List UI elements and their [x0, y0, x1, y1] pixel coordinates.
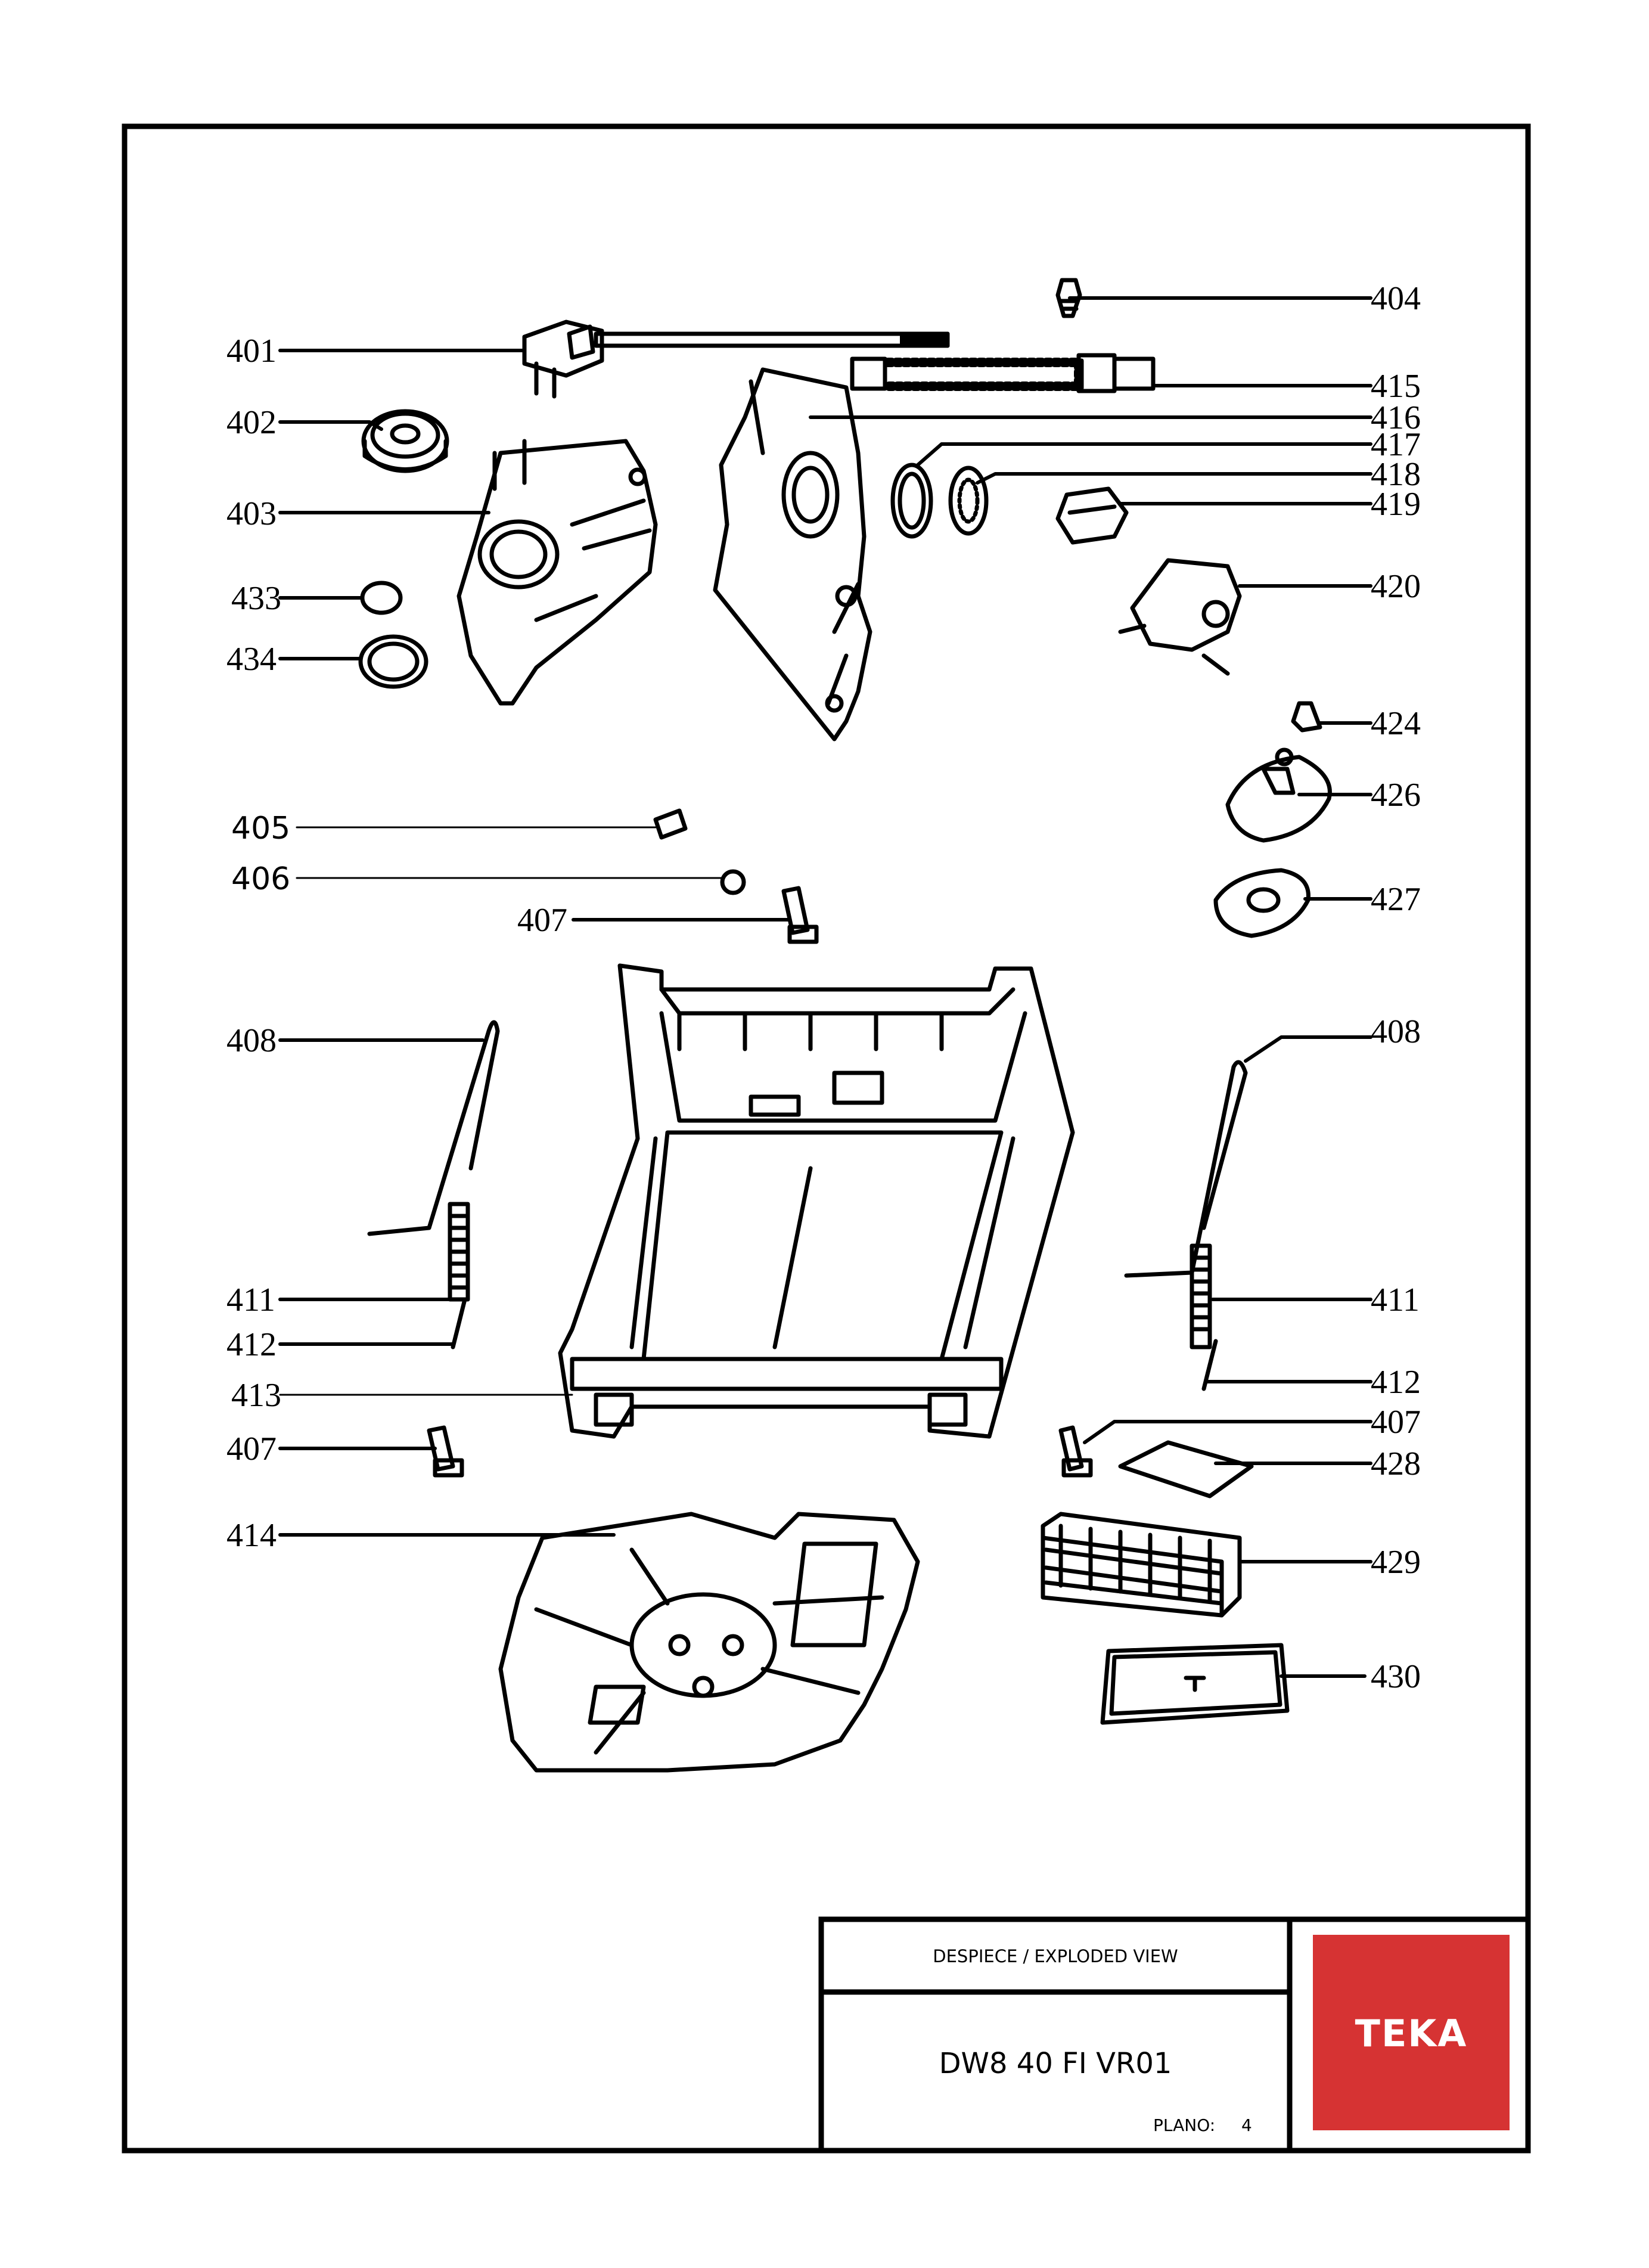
callout-412-left: 412 — [226, 1326, 277, 1363]
part-433-o-ring — [360, 581, 403, 615]
part-411-spring-right — [1190, 1243, 1212, 1349]
callout-418: 418 — [1371, 456, 1421, 493]
callout-426: 426 — [1371, 777, 1421, 814]
part-424-clip — [1291, 701, 1322, 733]
callout-406: 406 — [231, 861, 290, 897]
part-401-power-cord — [522, 319, 950, 399]
callout-429: 429 — [1371, 1544, 1421, 1581]
callout-416: 416 — [1371, 399, 1421, 436]
callout-417: 417 — [1371, 426, 1421, 463]
callout-411-right: 411 — [1371, 1282, 1420, 1318]
callout-404: 404 — [1371, 280, 1421, 317]
part-411-spring-left — [448, 1202, 470, 1302]
callout-402: 402 — [226, 404, 277, 441]
part-412-pin-left — [451, 1297, 467, 1349]
part-415-hose — [850, 353, 1156, 393]
part-426-impeller — [1225, 747, 1332, 843]
callout-433: 433 — [231, 580, 281, 617]
part-419-valve — [1055, 486, 1129, 545]
callout-434: 434 — [226, 641, 277, 678]
part-427-disk — [1213, 868, 1310, 938]
callout-411-left: 411 — [226, 1282, 275, 1318]
part-407-screw-upper — [781, 886, 819, 944]
part-407-screw-right — [1058, 1425, 1093, 1478]
callout-403: 403 — [226, 495, 277, 532]
title-block — [818, 1916, 1531, 2154]
part-420-pump — [1118, 558, 1242, 676]
part-407-screw-left — [427, 1425, 464, 1478]
part-416-sump-plate — [713, 367, 872, 741]
callout-407-right: 407 — [1371, 1404, 1421, 1441]
plano-label: PLANO: — [1153, 2115, 1215, 2135]
title-heading: DESPIECE / EXPLODED VIEW — [933, 1946, 1178, 1966]
plano-value: 4 — [1241, 2115, 1252, 2135]
part-408-rod-right — [1124, 1060, 1248, 1278]
callout-412-right: 412 — [1371, 1364, 1421, 1401]
teka-logo: TEKA — [1313, 1935, 1510, 2130]
part-413-base-frame — [558, 963, 1075, 1439]
part-430-cover — [1100, 1643, 1290, 1725]
part-434-seal — [358, 634, 428, 689]
drawing-frame — [122, 123, 1531, 2154]
callout-419: 419 — [1371, 486, 1421, 523]
callout-413: 413 — [231, 1377, 281, 1414]
part-404-screw — [1055, 278, 1082, 318]
part-405-screw — [653, 808, 688, 840]
part-418-filter — [948, 466, 989, 536]
part-428-plate — [1118, 1440, 1254, 1498]
callout-415: 415 — [1371, 368, 1421, 405]
callout-407-upper: 407 — [517, 902, 567, 939]
callout-401: 401 — [226, 333, 277, 370]
callout-427: 427 — [1371, 881, 1421, 918]
part-417-o-ring — [890, 463, 933, 539]
part-402-knob — [361, 409, 449, 473]
callout-430: 430 — [1371, 1658, 1421, 1695]
callout-414: 414 — [226, 1517, 277, 1554]
teka-logo-text: TEKA — [1355, 2012, 1468, 2055]
callout-408-right: 408 — [1371, 1013, 1421, 1050]
model-number: DW8 40 FI VR01 — [939, 2047, 1172, 2080]
callout-405: 405 — [231, 811, 290, 846]
callout-424: 424 — [1371, 705, 1421, 742]
part-406-nut — [720, 869, 746, 895]
part-429-filter-box — [1041, 1512, 1242, 1618]
part-414-base-tray — [498, 1512, 920, 1773]
callout-407-left: 407 — [226, 1431, 277, 1467]
part-403-dispenser — [456, 439, 658, 706]
leader-lines — [278, 296, 1372, 1678]
callout-420: 420 — [1371, 568, 1421, 605]
callout-408-left: 408 — [226, 1022, 277, 1059]
part-408-rod-left — [367, 1020, 500, 1236]
callout-428: 428 — [1371, 1445, 1421, 1482]
